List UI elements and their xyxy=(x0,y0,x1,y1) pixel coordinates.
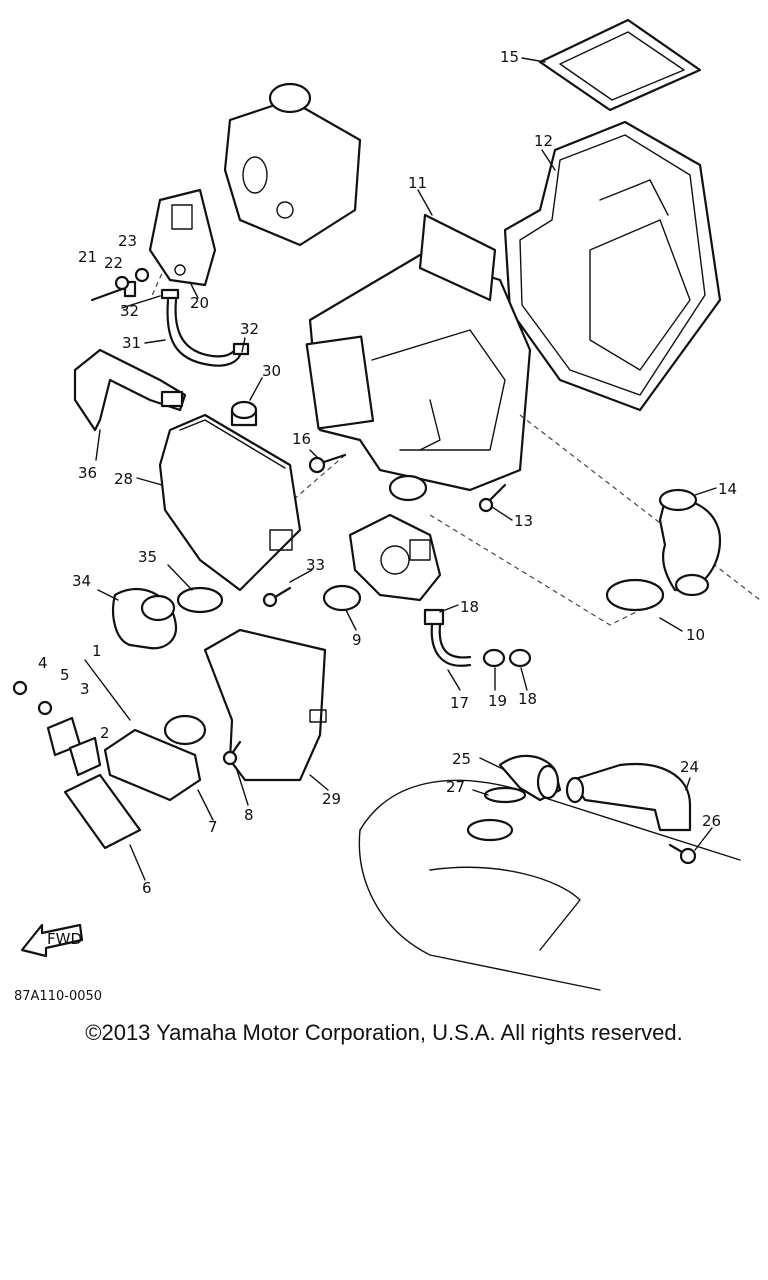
bolt-part-33 xyxy=(262,586,292,608)
pipe-part-24 xyxy=(565,763,692,832)
callout-33: 33 xyxy=(306,556,325,574)
clamp-part-35 xyxy=(176,586,224,614)
oil-hose-part-31 xyxy=(166,298,242,367)
callout-12: 12 xyxy=(534,132,553,150)
elbow-part-25 xyxy=(498,754,562,802)
callout-36: 36 xyxy=(78,464,97,482)
gasket-part-27 xyxy=(483,786,527,804)
drawing-number: 87A110-0050 xyxy=(14,989,102,1000)
callout-8: 8 xyxy=(244,806,254,824)
callout-5: 5 xyxy=(60,666,70,684)
callout-22: 22 xyxy=(104,254,123,272)
clip-part-18 xyxy=(423,608,445,626)
bolt-part-26 xyxy=(668,843,697,865)
seal-gasket-part-15 xyxy=(538,18,702,112)
clip-part-32 xyxy=(232,342,250,356)
reed-part-2 xyxy=(68,736,102,777)
hose-part-17 xyxy=(430,623,472,667)
clip-part-18 xyxy=(508,648,532,668)
joint-part-34 xyxy=(112,587,178,650)
callout-16: 16 xyxy=(292,430,311,448)
air-filter-cap-part-12 xyxy=(503,120,722,412)
bolt-part-8 xyxy=(222,740,242,766)
callout-7: 7 xyxy=(208,818,218,836)
callout-10: 10 xyxy=(686,626,705,644)
copyright-notice: ©2013 Yamaha Motor Corporation, U.S.A. A… xyxy=(85,1020,683,1045)
callout-17: 17 xyxy=(450,694,469,712)
parts-diagram: FWD 1 2 3 4 5 6 7 xyxy=(12,18,761,1000)
callout-4: 4 xyxy=(38,654,48,672)
callout-9: 9 xyxy=(352,631,362,649)
joint-part-14 xyxy=(658,488,722,597)
callout-35: 35 xyxy=(138,548,157,566)
gasket-part-6 xyxy=(63,773,142,850)
callout-29: 29 xyxy=(322,790,341,808)
callout-34: 34 xyxy=(72,572,91,590)
callout-26: 26 xyxy=(702,812,721,830)
callout-23: 23 xyxy=(118,232,137,250)
washer-part-22 xyxy=(114,275,130,291)
callout-21: 21 xyxy=(78,248,97,266)
callout-14: 14 xyxy=(718,480,737,498)
bolt-part-13 xyxy=(478,483,507,513)
air-filter-case-part-11 xyxy=(305,213,532,502)
cap-part-19 xyxy=(482,648,506,668)
callout-27: 27 xyxy=(446,778,465,796)
bolt-part-16 xyxy=(308,453,347,474)
callout-2: 2 xyxy=(100,724,110,742)
callout-18b: 18 xyxy=(518,690,537,708)
callout-25: 25 xyxy=(452,750,471,768)
leader-line xyxy=(429,514,651,626)
callout-leaders xyxy=(95,57,717,881)
oil-tank xyxy=(223,82,362,247)
callout-31: 31 xyxy=(122,334,141,352)
callout-24: 24 xyxy=(680,758,699,776)
callout-20: 20 xyxy=(190,294,209,312)
forward-arrow-icon: FWD xyxy=(20,923,84,958)
callout-32a: 32 xyxy=(120,302,139,320)
screw-part-4 xyxy=(12,680,28,696)
callout-11: 11 xyxy=(408,174,427,192)
callout-3: 3 xyxy=(80,680,90,698)
callout-32b: 32 xyxy=(240,320,259,338)
exploded-view-drawing: FWD 1 2 3 4 5 6 7 xyxy=(12,18,761,1000)
leader-line xyxy=(84,659,131,721)
callout-28: 28 xyxy=(114,470,133,488)
clamp-part-9 xyxy=(322,584,362,612)
callout-30: 30 xyxy=(262,362,281,380)
clamp-part-10 xyxy=(605,578,665,612)
callout-19: 19 xyxy=(488,692,507,710)
clip-part-32 xyxy=(160,288,180,300)
bracket-part-36 xyxy=(73,348,187,432)
callout-6: 6 xyxy=(142,879,152,897)
muffler-body xyxy=(358,779,741,991)
oil-hose-part-31 xyxy=(174,298,238,358)
callout-1: 1 xyxy=(92,642,102,660)
callout-18a: 18 xyxy=(460,598,479,616)
air-box-cover-part-28 xyxy=(158,413,302,592)
cap-part-30 xyxy=(230,400,258,427)
callout-15: 15 xyxy=(500,48,519,66)
callout-13: 13 xyxy=(514,512,533,530)
forward-arrow-label: FWD xyxy=(47,930,82,948)
carburetor xyxy=(348,513,442,602)
reed-valve-body-part-7 xyxy=(103,714,207,802)
leader-line xyxy=(519,414,761,601)
hose-part-17 xyxy=(438,623,472,659)
air-intake-part-29 xyxy=(203,628,327,782)
oil-pump-part-20 xyxy=(148,188,217,287)
washer-part-23 xyxy=(134,267,150,283)
washer-part-5 xyxy=(37,700,53,716)
